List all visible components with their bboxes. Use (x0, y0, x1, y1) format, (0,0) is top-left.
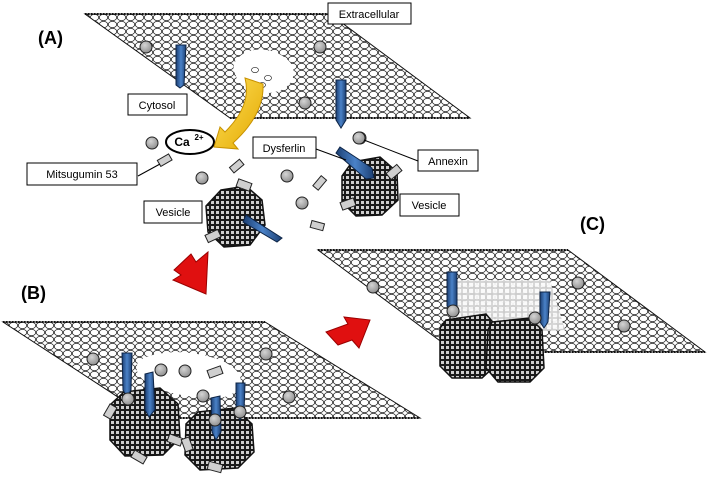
annexin-dot (86, 352, 100, 366)
panel-label-a: (A) (38, 28, 63, 48)
annexin-label: Annexin (428, 156, 468, 168)
panel-label-b: (B) (21, 283, 46, 303)
annexin-callout: Annexin (363, 139, 479, 172)
annexin-dot (282, 390, 296, 404)
annexin-dot (145, 136, 159, 150)
vesicle-left (204, 178, 283, 248)
vesicle-right (335, 131, 403, 217)
cytosol-callout: Cytosol (127, 93, 188, 116)
annexin-dot (195, 171, 209, 185)
step-arrow-b-to-c (325, 316, 371, 349)
mitsugumin-block (312, 175, 328, 191)
calcium-charge: 2+ (194, 133, 203, 142)
mitsugumin-callout: Mitsugumin 53 (26, 162, 161, 186)
annexin-dot (196, 389, 210, 403)
vesicle-left-label: Vesicle (156, 207, 191, 219)
calcium-influx-arrow (213, 77, 264, 150)
mitsugumin-label: Mitsugumin 53 (46, 169, 118, 181)
panel-label-c: (C) (580, 214, 605, 234)
vesicle-b1 (102, 352, 184, 465)
vesicle-right-callout: Vesicle (399, 193, 460, 217)
mitsugumin-block (156, 153, 173, 168)
annexin-dot (298, 96, 312, 110)
dysferlin-label: Dysferlin (263, 143, 306, 155)
annexin-dot (571, 276, 585, 290)
cytosol-label: Cytosol (139, 100, 176, 112)
annexin-dot (280, 169, 294, 183)
annexin-dot (178, 364, 192, 378)
mitsugumin-block (228, 158, 245, 174)
mitsugumin-block (309, 219, 326, 232)
vesicle-left-callout: Vesicle (143, 200, 203, 224)
annexin-dot (617, 319, 631, 333)
annexin-dot (139, 40, 153, 54)
annexin-dot (154, 363, 168, 377)
vesicle-right-label: Vesicle (412, 200, 447, 212)
annexin-dot (313, 40, 327, 54)
annexin-dot (259, 347, 273, 361)
vesicle-b2 (180, 365, 255, 474)
extracellular-callout: Extracellular (327, 2, 412, 25)
annexin-dot (366, 280, 380, 294)
dysferlin-callout: Dysferlin (252, 136, 347, 161)
calcium-ion: Ca 2+ (165, 129, 215, 155)
calcium-symbol: Ca (174, 135, 190, 149)
annexin-dot (295, 196, 309, 210)
extracellular-label: Extracellular (339, 9, 400, 21)
fused-vesicles-c (439, 271, 551, 383)
step-arrow-a-to-b (171, 250, 209, 295)
dysferlin-protein (175, 44, 187, 89)
dysferlin-protein (335, 79, 347, 129)
